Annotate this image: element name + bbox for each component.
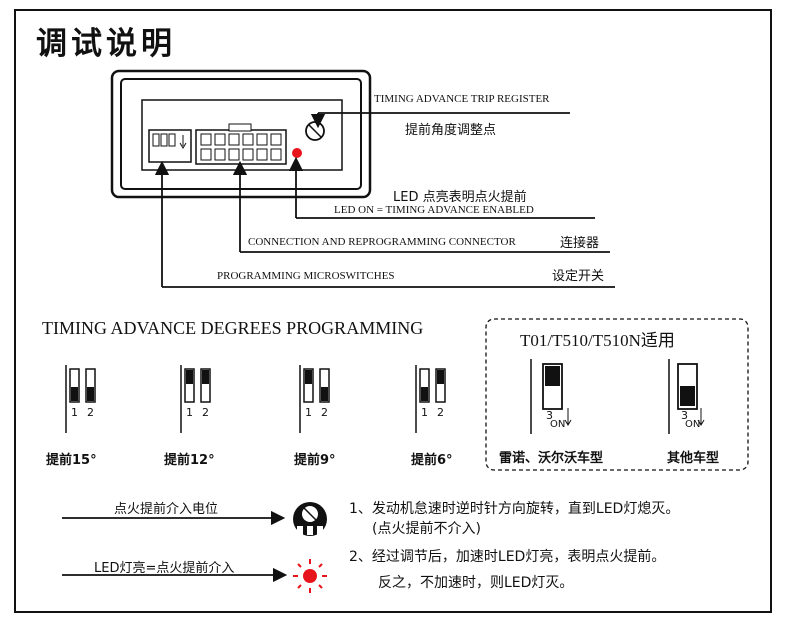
- switch-number: 1: [305, 406, 312, 419]
- trip-register-zh: 提前角度调整点: [405, 123, 497, 138]
- switch-12: [180, 365, 211, 433]
- connector-en-label: CONNECTION AND REPROGRAMMING CONNECTOR: [248, 236, 516, 248]
- setting-label-15: 提前15°: [46, 453, 97, 468]
- setting-label-9: 提前9°: [294, 453, 336, 468]
- device-microswitches: [148, 129, 192, 163]
- trip-register-label: TIMING ADVANCE TRIP REGISTER: [374, 93, 550, 105]
- connector-zh-label: 连接器: [560, 236, 600, 251]
- model-switch-other: [668, 359, 705, 434]
- leader-lines: [154, 112, 615, 288]
- models-heading: T01/T510/T510N适用: [520, 331, 675, 350]
- switch-6: [415, 365, 446, 433]
- note-line-1b: (点火提前不介入): [372, 521, 481, 537]
- models-box: [485, 318, 749, 471]
- model-label-renault: 雷诺、沃尔沃车型: [499, 451, 604, 466]
- switch-number: 1: [186, 406, 193, 419]
- note-line-2b: 反之，不加速时，则LED灯灭。: [378, 575, 574, 591]
- device-trip-pot: [305, 121, 325, 141]
- switch-number: 2: [437, 406, 444, 419]
- model-on-mark: ON: [550, 419, 566, 430]
- device-led: [292, 148, 302, 158]
- microswitch-zh-label: 设定开关: [552, 269, 605, 284]
- model-on-mark: ON: [685, 419, 701, 430]
- switch-number: 2: [87, 406, 94, 419]
- device-housing: [110, 69, 372, 199]
- led-en-label: LED ON = TIMING ADVANCE ENABLED: [334, 204, 534, 216]
- model-label-other: 其他车型: [667, 451, 720, 466]
- model-switch-mark: 3: [681, 409, 688, 422]
- microswitch-en-label: PROGRAMMING MICROSWITCHES: [217, 270, 395, 282]
- note-line-1: 1、发动机怠速时逆时针方向旋转，直到LED灯熄灭。: [349, 501, 680, 517]
- page-title: 调试说明: [36, 26, 176, 62]
- led-legend-label: LED灯亮=点火提前介入: [94, 561, 235, 576]
- switch-number: 2: [202, 406, 209, 419]
- switch-9: [299, 365, 330, 433]
- legend-arrows: [62, 510, 288, 583]
- led-zh-label: LED 点亮表明点火提前: [393, 190, 527, 205]
- switch-number: 1: [71, 406, 78, 419]
- programming-heading: TIMING ADVANCE DEGREES PROGRAMMING: [42, 318, 424, 338]
- setting-label-12: 提前12°: [164, 453, 215, 468]
- pot-legend-label: 点火提前介入电位: [114, 502, 219, 517]
- led-on-icon: [293, 559, 327, 593]
- switch-15: [65, 365, 96, 433]
- model-switch-mark: 3: [546, 409, 553, 422]
- model-switch-renault: [530, 359, 572, 434]
- switch-number: 2: [321, 406, 328, 419]
- switch-number: 1: [421, 406, 428, 419]
- diagram-frame: [14, 9, 772, 613]
- pot-icon: [293, 502, 327, 536]
- device-connector: [195, 123, 287, 165]
- setting-label-6: 提前6°: [411, 453, 453, 468]
- note-line-2: 2、经过调节后，加速时LED灯亮，表明点火提前。: [349, 549, 666, 565]
